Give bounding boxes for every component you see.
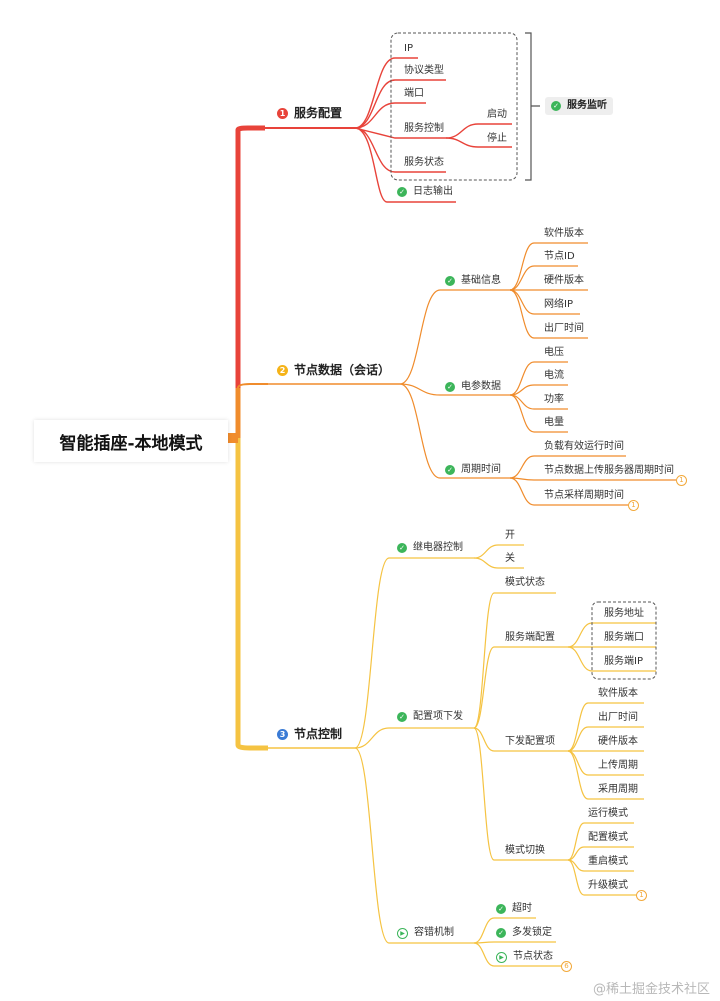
period-sample-cycle[interactable]: 节点采样周期时间: [544, 490, 624, 501]
period-upload-cycle[interactable]: 节点数据上传服务器周期时间: [544, 465, 674, 476]
fault-label: 容错机制: [414, 927, 454, 938]
check-icon: ✓: [551, 101, 561, 111]
branch2-number-badge: 2: [277, 365, 288, 376]
branch1-topic[interactable]: 1 服务配置: [277, 106, 342, 120]
control-stop[interactable]: 停止: [487, 133, 507, 144]
basic-hardware-version[interactable]: 硬件版本: [544, 275, 584, 286]
check-icon: ✓: [445, 276, 455, 286]
basic-info-topic[interactable]: ✓ 基础信息: [445, 274, 501, 288]
basic-node-id[interactable]: 节点ID: [544, 251, 575, 262]
root-connector: [228, 433, 238, 443]
period-load-runtime[interactable]: 负载有效运行时间: [544, 441, 624, 452]
branch2-topic[interactable]: 2 节点数据（会话）: [277, 363, 390, 377]
check-icon: ✓: [496, 904, 506, 914]
basic-factory-time[interactable]: 出厂时间: [544, 323, 584, 334]
basic-info-label: 基础信息: [461, 275, 501, 286]
electric-topic[interactable]: ✓ 电参数据: [445, 380, 501, 394]
branch2-label: 节点数据（会话）: [294, 363, 391, 377]
branch3-topic[interactable]: 3 节点控制: [277, 727, 342, 741]
deliver-config-topic[interactable]: 下发配置项: [505, 736, 555, 747]
period-label: 周期时间: [461, 464, 501, 475]
branch1-item-ip[interactable]: IP: [404, 43, 413, 54]
trunk-orange-arm: [237, 383, 268, 389]
mode-config[interactable]: 配置模式: [588, 832, 628, 843]
play-icon: ▶: [496, 952, 507, 963]
branch3-number-badge: 3: [277, 729, 288, 740]
summary-label: 服务监听: [567, 100, 607, 111]
mode-restart[interactable]: 重启模式: [588, 856, 628, 867]
config-label: 配置项下发: [413, 711, 463, 722]
summary-bracket: [525, 32, 540, 181]
branch1-log[interactable]: ✓ 日志输出: [397, 185, 453, 199]
electric-energy[interactable]: 电量: [544, 417, 564, 428]
server-port[interactable]: 服务端口: [604, 632, 644, 643]
electric-current[interactable]: 电流: [544, 370, 564, 381]
play-icon: ▶: [397, 928, 408, 939]
period-topic[interactable]: ✓ 周期时间: [445, 463, 501, 477]
branch1-item-status[interactable]: 服务状态: [404, 157, 444, 168]
check-icon: ✓: [445, 465, 455, 475]
deliver-sample-cycle[interactable]: 采用周期: [598, 784, 638, 795]
fault-node-status-label: 节点状态: [513, 951, 553, 962]
branch3-label: 节点控制: [294, 727, 343, 741]
server-config-topic[interactable]: 服务端配置: [505, 632, 555, 643]
deliver-upload-cycle[interactable]: 上传周期: [598, 760, 638, 771]
check-icon: ✓: [445, 382, 455, 392]
check-icon: ✓: [397, 187, 407, 197]
config-mode-state[interactable]: 模式状态: [505, 577, 545, 588]
control-start[interactable]: 启动: [487, 109, 507, 120]
fault-multi-lock-label: 多发锁定: [512, 927, 552, 938]
electric-voltage[interactable]: 电压: [544, 347, 564, 358]
fault-timeout-label: 超时: [512, 903, 532, 914]
branch1-links: [354, 57, 512, 203]
check-icon: ✓: [397, 543, 407, 553]
mode-switch-count-badge[interactable]: 1: [636, 890, 647, 901]
relay-topic[interactable]: ✓ 继电器控制: [397, 541, 463, 555]
branch2-links: [399, 242, 676, 506]
branch1-item-port[interactable]: 端口: [404, 88, 424, 99]
electric-power[interactable]: 功率: [544, 394, 564, 405]
electric-label: 电参数据: [461, 381, 501, 392]
deliver-hardware-version[interactable]: 硬件版本: [598, 736, 638, 747]
branch1-number-badge: 1: [277, 108, 288, 119]
config-topic[interactable]: ✓ 配置项下发: [397, 710, 463, 724]
fault-node-status[interactable]: ▶ 节点状态: [496, 950, 553, 964]
server-address[interactable]: 服务地址: [604, 608, 644, 619]
branch1-item-protocol[interactable]: 协议类型: [404, 65, 444, 76]
basic-software-version[interactable]: 软件版本: [544, 228, 584, 239]
check-icon: ✓: [397, 712, 407, 722]
trunk-red: [235, 125, 265, 438]
relay-on[interactable]: 开: [505, 530, 515, 541]
period-upload-count-badge[interactable]: 1: [676, 475, 687, 486]
server-group-box: [591, 601, 657, 680]
mode-run[interactable]: 运行模式: [588, 808, 628, 819]
root-label: 智能插座-本地模式: [59, 433, 203, 454]
basic-network-ip[interactable]: 网络IP: [544, 299, 573, 310]
branch1-label: 服务配置: [294, 106, 343, 120]
branch1-item-control[interactable]: 服务控制: [404, 123, 444, 134]
relay-off[interactable]: 关: [505, 553, 515, 564]
branch3-links: [354, 544, 656, 967]
fault-timeout[interactable]: ✓ 超时: [496, 902, 532, 916]
branch1-group-box: [390, 32, 518, 181]
deliver-factory-time[interactable]: 出厂时间: [598, 712, 638, 723]
watermark: @稀土掘金技术社区: [592, 982, 710, 997]
server-ip[interactable]: 服务端IP: [604, 656, 643, 667]
service-listen-summary[interactable]: ✓ 服务监听: [545, 97, 613, 115]
deliver-software-version[interactable]: 软件版本: [598, 688, 638, 699]
check-icon: ✓: [496, 928, 506, 938]
trunk-yellow: [235, 438, 268, 751]
mode-switch-topic[interactable]: 模式切换: [505, 845, 545, 856]
fault-count-badge[interactable]: 6: [561, 961, 572, 972]
root-topic[interactable]: 智能插座-本地模式: [34, 420, 228, 462]
fault-topic[interactable]: ▶ 容错机制: [397, 926, 454, 940]
relay-label: 继电器控制: [413, 542, 463, 553]
fault-multi-lock[interactable]: ✓ 多发锁定: [496, 926, 552, 940]
log-label: 日志输出: [413, 186, 453, 197]
mode-upgrade[interactable]: 升级模式: [588, 880, 628, 891]
period-sample-count-badge[interactable]: 1: [628, 500, 639, 511]
